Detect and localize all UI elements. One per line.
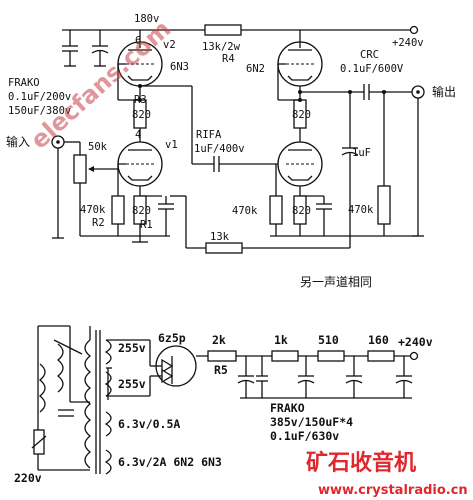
other-channel-note: 另一声道相同: [300, 275, 372, 289]
resistor-510: [317, 350, 345, 362]
r2-label: R2: [92, 217, 105, 229]
r-820-mid: 820: [292, 205, 311, 217]
psu-output-terminal: [409, 351, 419, 361]
supply-terminal: [409, 25, 419, 35]
rifa-value: 1uF/400v: [194, 143, 245, 155]
secondary-255v-a: 255v: [118, 341, 146, 355]
frako-cap-1: 0.1uF/200v: [8, 91, 71, 103]
resistor-r2: [111, 195, 125, 225]
r-470k-out: 470k: [348, 204, 374, 216]
r-1k-label: 1k: [274, 333, 288, 347]
psu-frako-film: 0.1uF/630v: [270, 429, 339, 443]
filter-capacitors: [237, 356, 413, 399]
site-watermark: elecfans.com: [25, 15, 176, 155]
resistor-1k: [271, 350, 299, 362]
r-470k-mid: 470k: [232, 205, 258, 217]
r4-label: R4: [222, 53, 235, 65]
psu-frako-caps: 385v/150uF*4: [270, 415, 353, 429]
output-label: 输出: [432, 84, 456, 99]
brand-url: www.crystalradio.cn: [318, 483, 468, 498]
v2-pin: 6: [135, 35, 141, 47]
pot-value: 50k: [88, 141, 108, 153]
heater-winding-1: 6.3v/0.5A: [118, 417, 180, 431]
resistor-470k-out: [377, 185, 391, 225]
r1-value: 820: [132, 205, 151, 217]
amplifier-circuit: 180v +240v 13k/2w R4 FRAKO 0.1uF/200v 15…: [6, 13, 456, 289]
frako-label: FRAKO: [8, 77, 40, 89]
r2-value: 470k: [80, 204, 106, 216]
supply-top-label: 180v: [134, 13, 159, 25]
rifa-label: RIFA: [196, 129, 222, 141]
v1-pin: 4: [135, 129, 141, 141]
brand-logo: 矿石收音机: [306, 450, 416, 476]
frako-cap-2: 150uF/380v: [8, 105, 71, 117]
cap-1uf-label: 1uF: [352, 147, 371, 159]
tube-6n3-label: 6N3: [170, 61, 189, 73]
resistor-160: [367, 350, 395, 362]
psu-frako-label: FRAKO: [270, 401, 305, 415]
v2-label: v2: [163, 39, 176, 51]
resistor-13k-feedback: [205, 242, 243, 254]
tube-6n2-label: 6N2: [246, 63, 265, 75]
supply-out-label: +240v: [392, 37, 424, 49]
heater-winding-2: 6.3v/2A 6N2 6N3: [118, 455, 222, 469]
r5-label: R5: [214, 363, 228, 377]
input-label: 输入: [6, 134, 30, 149]
r3-value: 820: [132, 109, 151, 121]
r-510-label: 510: [318, 333, 339, 347]
psu-output-label: +240v: [398, 335, 433, 349]
crc-label: CRC: [360, 49, 379, 61]
r1-label: R1: [140, 219, 153, 231]
power-supply-circuit: 220v 255v 255v 6.3v/0.5A 6.3v/2A 6N2 6N3…: [14, 325, 433, 485]
r-160-label: 160: [368, 333, 389, 347]
crc-value: 0.1uF/600V: [340, 63, 404, 75]
brand-name: 矿石收音机: [306, 450, 416, 476]
r4-value: 13k/2w: [202, 41, 241, 53]
resistor-r5: [207, 350, 237, 362]
resistor-r4: [204, 24, 242, 36]
mains-label: 220v: [14, 471, 42, 485]
secondary-255v-b: 255v: [118, 377, 146, 391]
v1-label: v1: [165, 139, 178, 151]
r5-value: 2k: [212, 333, 226, 347]
pot-50k: [73, 154, 87, 184]
rectifier-label: 6z5p: [158, 331, 186, 345]
resistor-470k-v4: [269, 195, 283, 225]
r-13k-label: 13k: [210, 231, 230, 243]
r-820-top: 820: [292, 109, 311, 121]
